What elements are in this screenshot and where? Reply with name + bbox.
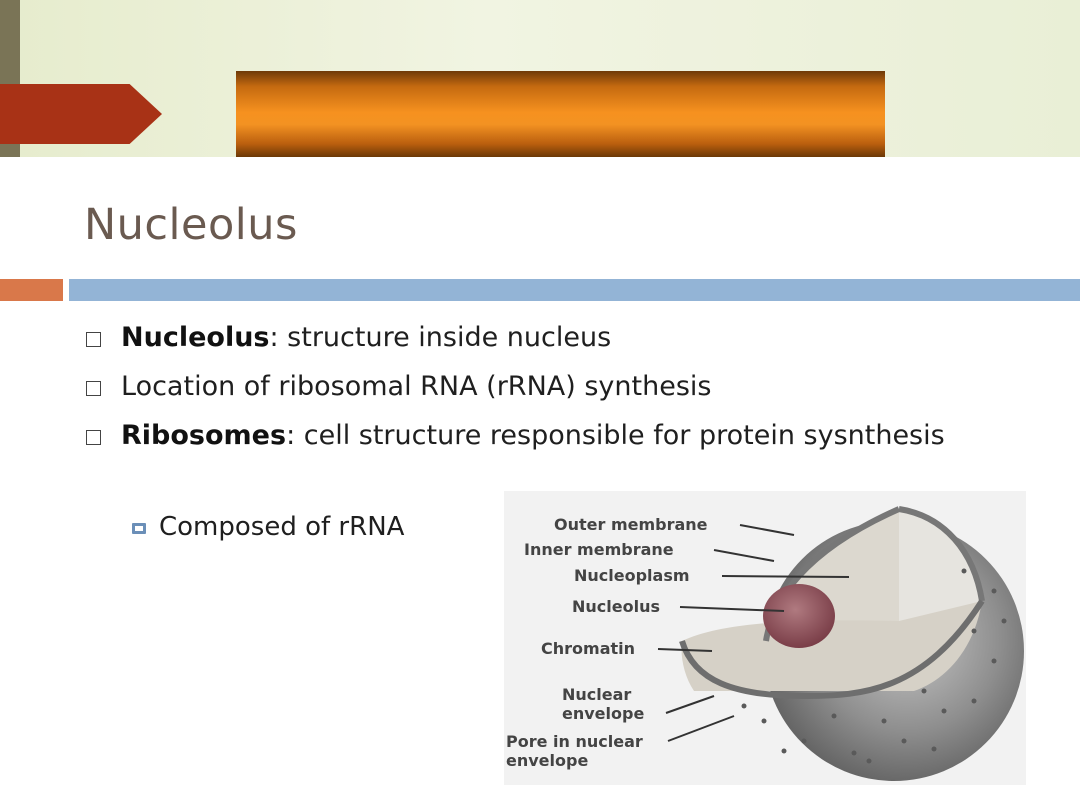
bullet-text: : structure inside nucleus: [269, 322, 612, 353]
bullet-item: Ribosomes: cell structure responsible fo…: [84, 416, 984, 456]
orange-title-bar: [236, 71, 885, 157]
bullet-item: Nucleolus: structure inside nucleus: [84, 318, 984, 358]
title-rule-blue: [69, 279, 1080, 301]
sub-bullet-list: Composed of rRNA: [129, 509, 404, 545]
bullet-text: Location of ribosomal RNA (rRNA) synthes…: [121, 371, 712, 402]
label-outer-membrane: Outer membrane: [554, 515, 708, 534]
slide-title: Nucleolus: [84, 200, 298, 250]
square-bullet-icon: [86, 381, 101, 396]
label-nuclear: Nuclear: [562, 685, 631, 704]
red-arrow-tab: [0, 84, 162, 144]
sub-bullet-text: Composed of rRNA: [159, 512, 405, 542]
square-bullet-icon: [86, 430, 101, 445]
title-rule-orange: [0, 279, 63, 301]
nucleolus-body: [763, 584, 835, 648]
label-nucleoplasm: Nucleoplasm: [574, 566, 690, 585]
square-bullet-icon: [86, 332, 101, 347]
label-pore: Pore in nuclear: [506, 732, 643, 751]
nucleus-diagram: Outer membrane Inner membrane Nucleoplas…: [504, 491, 1026, 785]
label-pore-envelope: envelope: [506, 751, 588, 770]
bullet-text: : cell structure responsible for protein…: [286, 420, 945, 451]
label-inner-membrane: Inner membrane: [524, 540, 674, 559]
bullet-term: Ribosomes: [121, 420, 287, 451]
sub-bullet-item: Composed of rRNA: [129, 509, 404, 545]
bullet-list: Nucleolus: structure inside nucleus Loca…: [84, 318, 984, 465]
label-envelope: envelope: [562, 704, 644, 723]
bullet-item: Location of ribosomal RNA (rRNA) synthes…: [84, 367, 984, 407]
label-chromatin: Chromatin: [541, 639, 635, 658]
sub-bullet-icon: [132, 523, 146, 534]
bullet-term: Nucleolus: [121, 322, 270, 353]
label-nucleolus: Nucleolus: [572, 597, 660, 616]
